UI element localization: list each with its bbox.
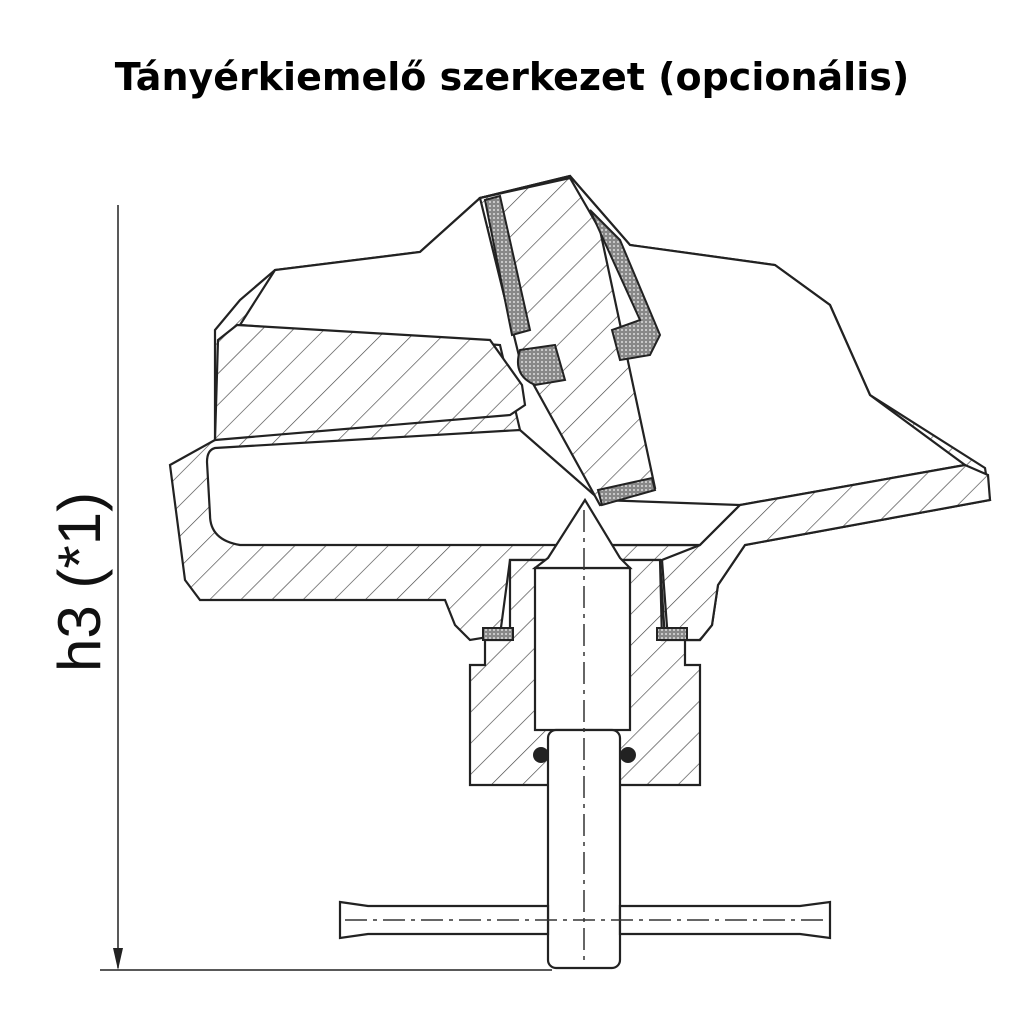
- body-cavity: [205, 428, 743, 547]
- dimension-arrow-icon: [113, 948, 123, 970]
- drawing-title: Tányérkiemelő szerkezet (opcionális): [114, 55, 910, 99]
- central-pin-cone: [531, 497, 633, 570]
- pin-seal-bottom-left: [516, 343, 567, 387]
- pin-tip-seal: [596, 476, 657, 507]
- upper-hatched-block: [213, 323, 527, 442]
- pin-seal-right: [589, 209, 662, 362]
- t-handle-bar: [338, 900, 832, 940]
- oring-right: [620, 747, 636, 763]
- dimension-label: h3 (*1): [46, 492, 113, 672]
- body-right-edge: [660, 463, 992, 642]
- housing-seal-right: [656, 627, 688, 641]
- pin-seal-top-left: [483, 194, 532, 337]
- housing-seal-left: [482, 627, 514, 641]
- oring-left: [533, 747, 549, 763]
- central-pin-head: [533, 566, 632, 732]
